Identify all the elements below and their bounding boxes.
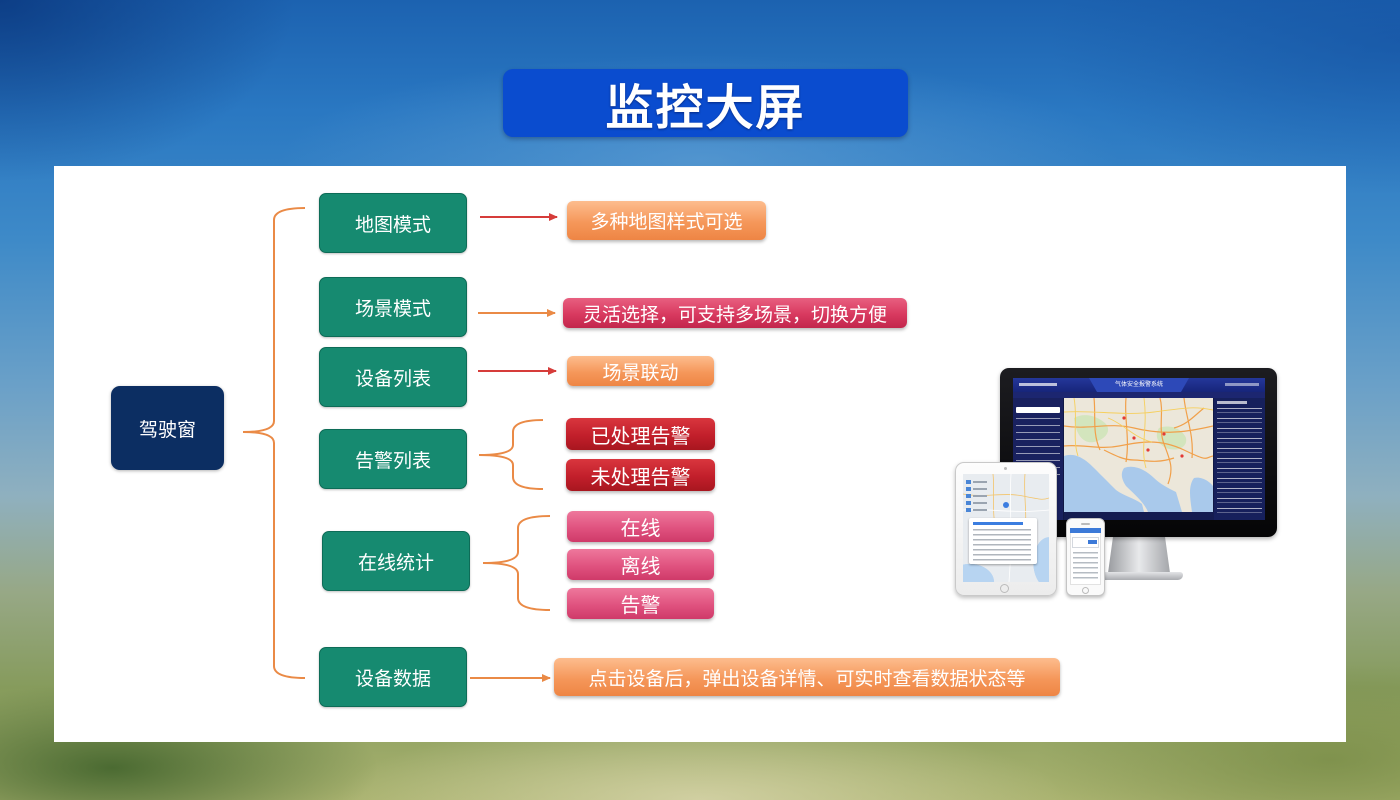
monitor-stand-base (1097, 572, 1183, 580)
root-brace (242, 207, 306, 679)
monitor-alarm-panel-header (1217, 401, 1247, 404)
monitor-subbar (1013, 392, 1265, 398)
online-stats-brace (482, 515, 551, 611)
monitor-stand-neck (1108, 537, 1170, 573)
phone-header-bar (1070, 528, 1101, 533)
monitor-header-band (1089, 378, 1189, 392)
branch-alarm-list: 告警列表 (319, 429, 467, 489)
detail-scene-linkage: 场景联动 (567, 356, 714, 386)
detail-alarm-unhandled: 未处理告警 (566, 459, 715, 491)
alarm-list-brace (478, 419, 544, 490)
detail-scene-switch: 灵活选择，可支持多场景，切换方便 (563, 298, 907, 328)
map-device-markers (1122, 416, 1184, 458)
monitor-header-left-text (1019, 383, 1057, 386)
root-node: 驾驶窗 (111, 386, 224, 470)
connector-layer (242, 207, 558, 682)
detail-alarm: 告警 (567, 588, 714, 619)
phone-speaker (1081, 523, 1090, 525)
tablet-legend-keys (966, 480, 971, 514)
detail-device-popup: 点击设备后，弹出设备详情、可实时查看数据状态等 (554, 658, 1060, 696)
monitor-alarm-panel (1214, 398, 1265, 520)
phone-mockup (1066, 518, 1105, 596)
branch-device-list: 设备列表 (319, 347, 467, 407)
monitor-app-title: 气体安全报警系统 (1114, 381, 1163, 388)
monitor-map (1064, 398, 1213, 512)
monitor-header-bar: 气体安全报警系统 (1013, 378, 1265, 392)
detail-online: 在线 (567, 511, 714, 542)
detail-alarm-handled: 已处理告警 (566, 418, 715, 450)
tablet-popup-title (973, 522, 1023, 525)
map-green-area (1074, 415, 1109, 443)
monitor-header-right-text (1225, 383, 1259, 386)
tablet-mockup (955, 462, 1057, 596)
detail-map-styles: 多种地图样式可选 (567, 201, 766, 240)
phone-action-button (1088, 540, 1097, 544)
map-sea (1190, 477, 1213, 512)
phone-detail-lines (1073, 552, 1098, 582)
monitor-footer-bar (1064, 512, 1214, 520)
phone-device-card (1072, 537, 1099, 548)
detail-offline: 离线 (567, 549, 714, 580)
device-mockups: 气体安全报警系统 (955, 368, 1277, 596)
tablet-legend-text (973, 481, 987, 515)
tablet-device-popup (969, 518, 1037, 564)
branch-map-mode: 地图模式 (319, 193, 467, 253)
tablet-screen (963, 474, 1049, 582)
map-sea (1121, 466, 1182, 512)
monitor-search-box (1016, 407, 1060, 413)
map-sea (1064, 454, 1144, 512)
slide-title-banner: 监控大屏 (503, 69, 908, 137)
tablet-popup-lines (973, 529, 1031, 561)
tablet-camera (1004, 467, 1007, 470)
tablet-map-pin-icon (1003, 502, 1009, 508)
tablet-home-button (1000, 584, 1009, 593)
map-minor-roads (1064, 398, 1213, 469)
branch-online-stats: 在线统计 (322, 531, 470, 591)
phone-screen (1070, 528, 1101, 585)
monitor-alarm-rows (1217, 408, 1262, 514)
phone-home-button (1082, 587, 1089, 594)
slide-title: 监控大屏 (605, 80, 806, 136)
branch-device-data: 设备数据 (319, 647, 467, 707)
mindmap-panel: 驾驶窗 地图模式 场景模式 设备列表 告警列表 在线统计 设备数据 多种地图样式… (54, 166, 1346, 742)
branch-scene-mode: 场景模式 (319, 277, 467, 337)
